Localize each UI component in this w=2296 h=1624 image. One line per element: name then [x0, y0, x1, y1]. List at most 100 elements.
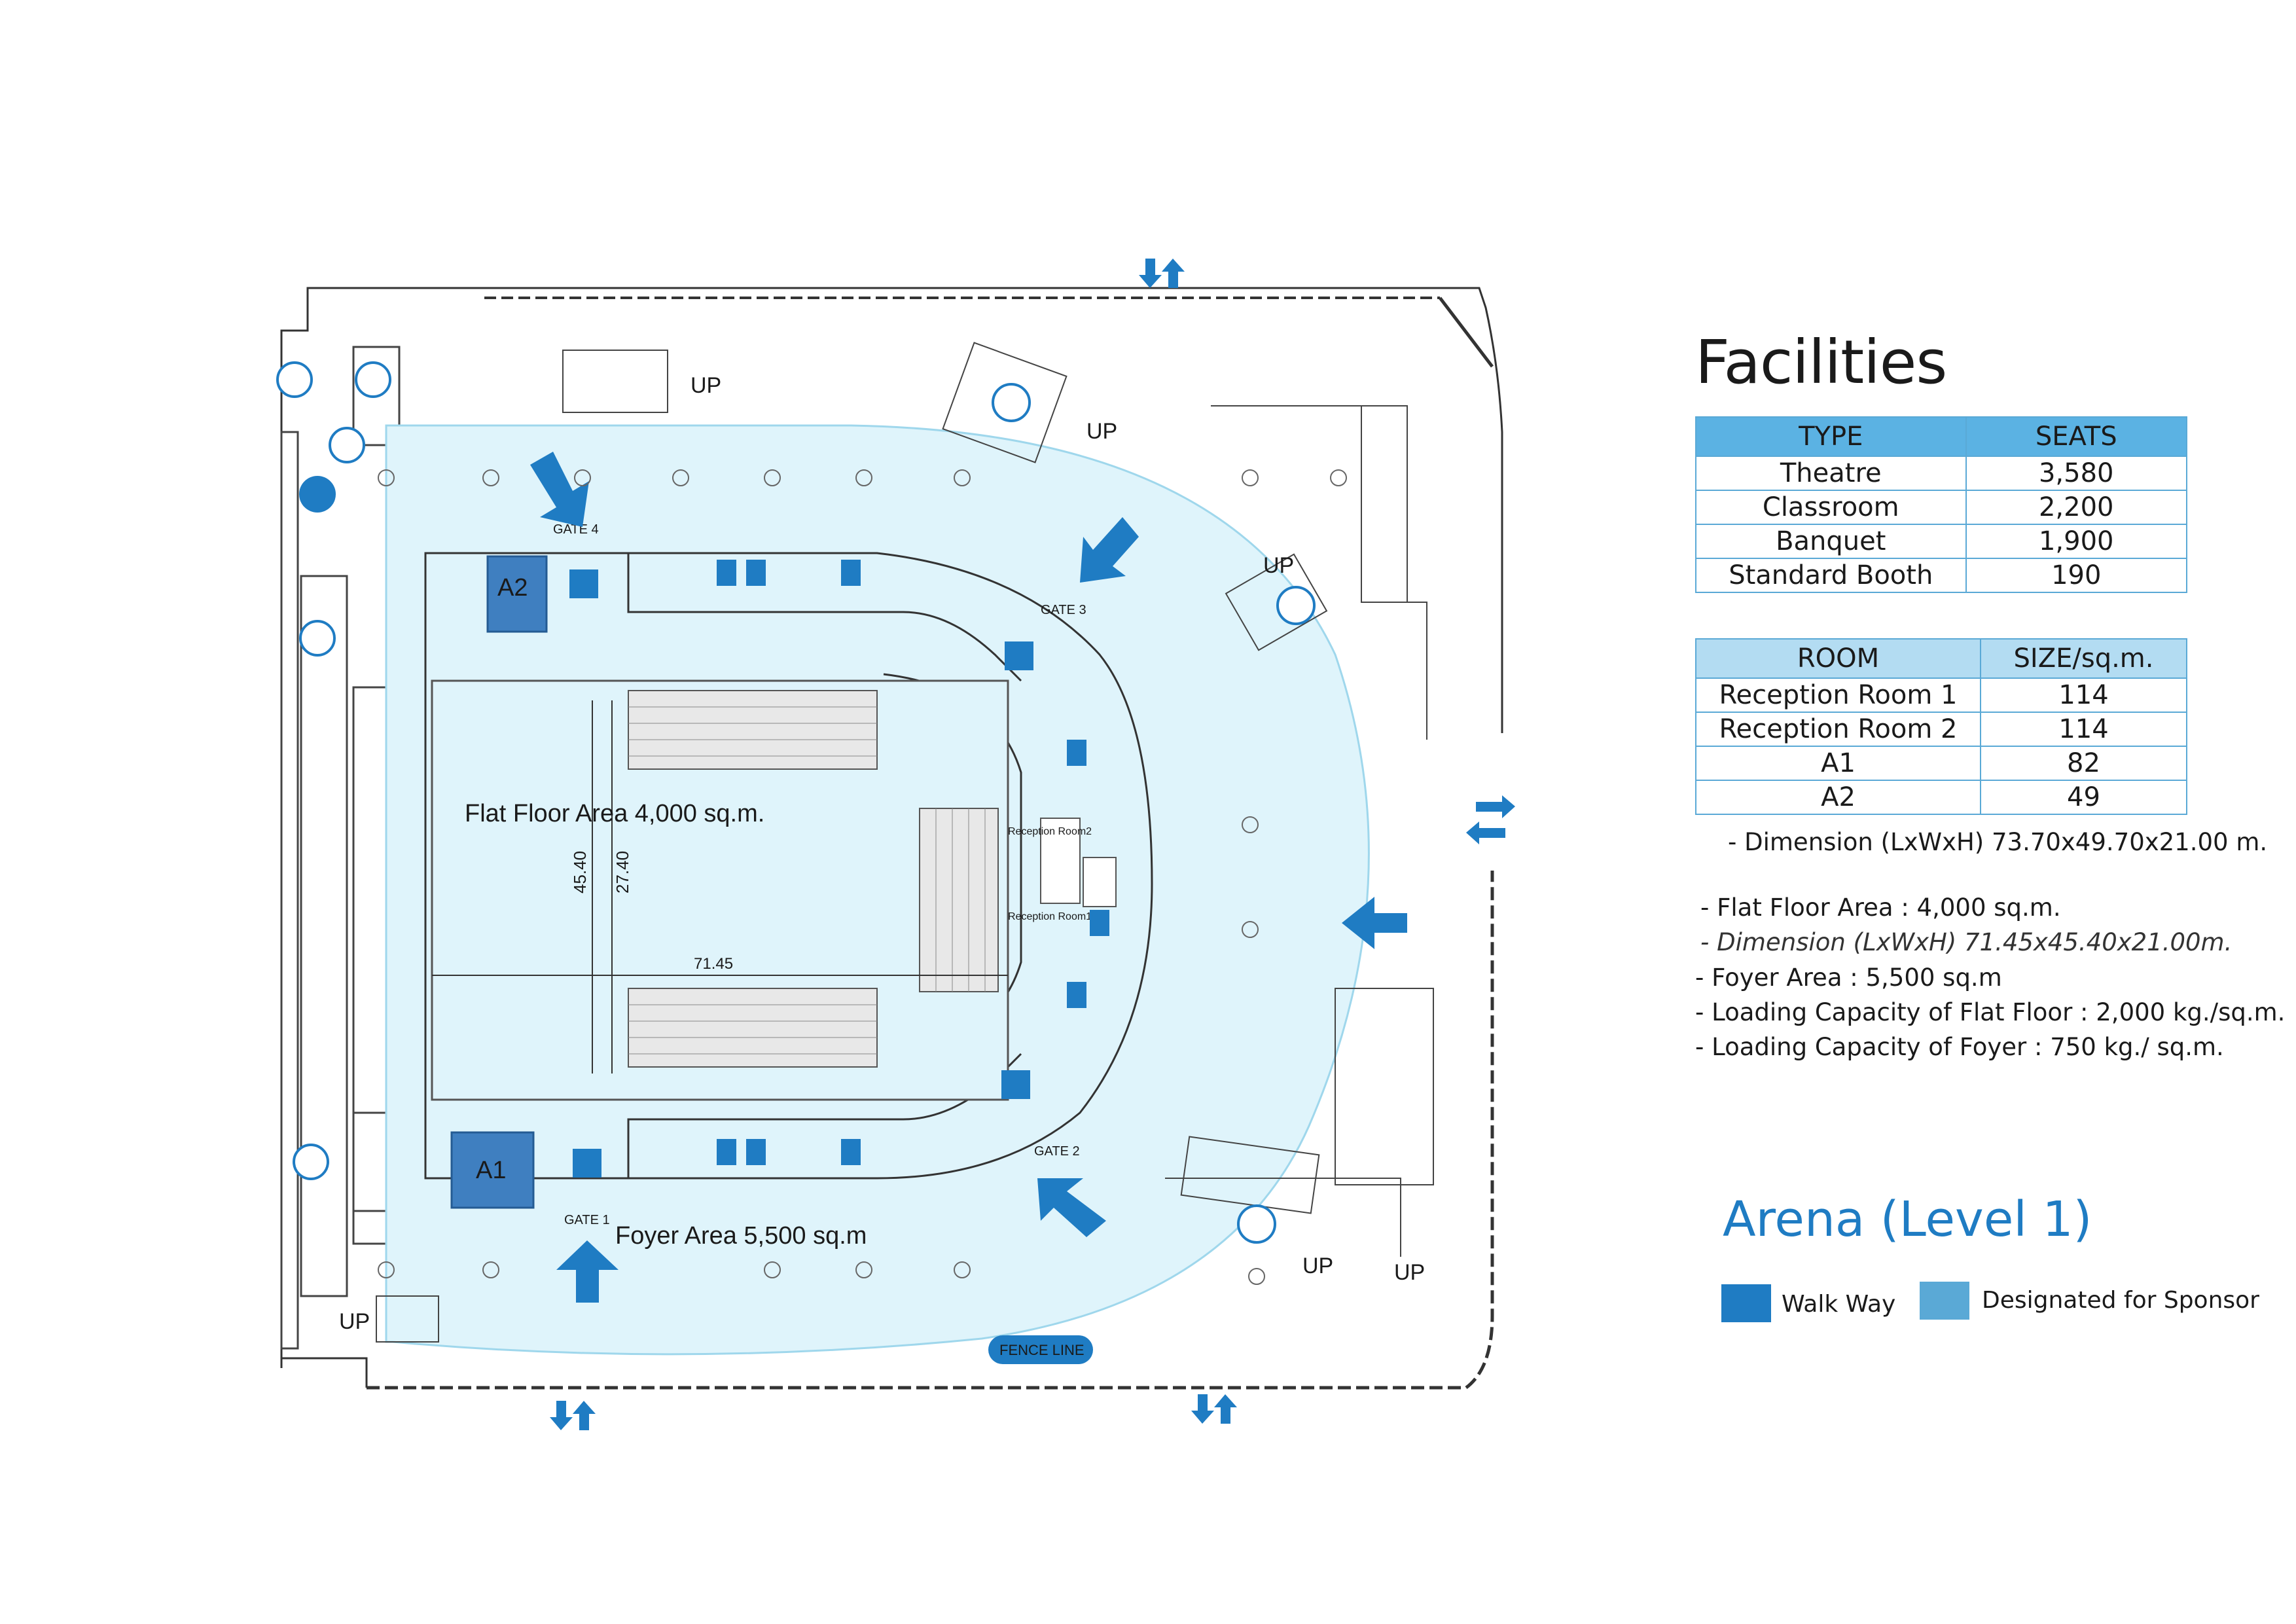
seating-header-type: TYPE	[1695, 416, 1967, 457]
room-name: A1	[1695, 746, 1981, 781]
arrows-right	[1466, 795, 1515, 844]
gate-2-label: GATE 2	[1034, 1144, 1080, 1159]
room-size: 114	[1980, 712, 2187, 747]
facility-icons	[276, 361, 1316, 1244]
booth-a2[interactable]	[486, 555, 548, 633]
sponsor-legend-label: Designated for Sponsor	[1982, 1287, 2259, 1314]
building-outline	[280, 287, 1503, 1390]
gate-1-label: GATE 1	[564, 1213, 610, 1227]
arrow-gate3	[1080, 517, 1139, 583]
fence-line-label: FENCE LINE	[999, 1342, 1085, 1358]
restroom-icon	[841, 1139, 861, 1165]
exit-icon	[1001, 1070, 1030, 1099]
arena-title: Arena (Level 1)	[1723, 1191, 2092, 1248]
arrow-gate2	[1037, 1178, 1106, 1237]
restroom-icon	[746, 1139, 766, 1165]
stairs	[376, 342, 1328, 1343]
exit-icon	[1005, 641, 1033, 670]
seating-count: 190	[1965, 558, 2187, 593]
seating-count: 3,580	[1965, 456, 2187, 491]
sponsor-swatch	[1920, 1282, 1969, 1320]
restroom-icon	[841, 560, 861, 586]
room-size: 114	[1980, 677, 2187, 713]
restroom-icon	[717, 1139, 736, 1165]
note-foyer: - Foyer Area : 5,500 sq.m	[1695, 964, 2002, 992]
table-row: Banquet 1,900	[1695, 524, 2187, 559]
restroom-icon	[717, 560, 736, 586]
seating-header-seats: SEATS	[1965, 416, 2187, 457]
seating-type: Classroom	[1695, 490, 1967, 525]
restroom-icon	[1067, 982, 1086, 1008]
fence-line-badge	[988, 1335, 1093, 1364]
table-row: A1 82	[1695, 746, 2187, 781]
entry-exit-arrows	[550, 259, 1515, 1430]
arrows-bottom-left	[550, 1401, 596, 1430]
escalator-icon	[1276, 586, 1316, 625]
note-loading-foyer: - Loading Capacity of Foyer : 750 kg./ s…	[1695, 1033, 2224, 1061]
columns	[378, 469, 1347, 1285]
seating-type: Standard Booth	[1695, 558, 1967, 593]
seating-type: Banquet	[1695, 524, 1967, 559]
dimension-lines	[432, 700, 1008, 1074]
restroom-icon	[1067, 740, 1086, 766]
reception-area	[1040, 818, 1117, 907]
booth-a2-label: A2	[497, 574, 528, 602]
seating-count: 2,200	[1965, 490, 2187, 525]
dim-length: 71.45	[694, 955, 733, 973]
arrows-top	[1139, 259, 1185, 288]
foyer-label: Foyer Area 5,500 sq.m	[615, 1222, 867, 1250]
right-structure	[1165, 405, 1434, 1257]
up-label-2: UP	[1086, 419, 1117, 444]
walkway-arrows	[530, 452, 1407, 1303]
seating-count: 1,900	[1965, 524, 2187, 559]
booth-a1[interactable]	[450, 1131, 535, 1209]
room-name: A2	[1695, 780, 1981, 815]
table-row: A2 49	[1695, 780, 2187, 815]
reception-room1-label: Reception Room1	[1008, 911, 1092, 922]
up-label-6: UP	[1394, 1260, 1425, 1285]
room-size: 49	[1980, 780, 2187, 815]
seating-type: Theatre	[1695, 456, 1967, 491]
seating-table: TYPE SEATS Theatre 3,580 Classroom 2,200…	[1695, 416, 2187, 593]
exit-icon	[569, 569, 598, 598]
table-row: Classroom 2,200	[1695, 490, 2187, 525]
dim-inner: 27.40	[613, 851, 632, 893]
up-label-4: UP	[339, 1309, 370, 1334]
facilities-title: Facilities	[1695, 327, 1947, 397]
restroom-icon	[1090, 910, 1109, 936]
walkway-swatch	[1721, 1284, 1771, 1322]
rooms-header-room: ROOM	[1695, 638, 1981, 679]
escalator-icon	[355, 361, 391, 398]
table-row: Theatre 3,580	[1695, 456, 2187, 491]
escalator-icon	[293, 1144, 329, 1180]
up-label-1: UP	[691, 373, 721, 398]
flat-floor-label: Flat Floor Area 4,000 sq.m.	[465, 800, 764, 827]
arrow-east	[1342, 897, 1407, 949]
arrows-bottom-right	[1191, 1394, 1237, 1424]
note-dimension: - Dimension (LxWxH) 71.45x45.40x21.00m.	[1700, 928, 2233, 956]
escalator-icon	[992, 383, 1031, 422]
walkway-legend-label: Walk Way	[1782, 1291, 1896, 1318]
escalator-icon	[1237, 1204, 1276, 1244]
booth-a1-label: A1	[476, 1157, 506, 1184]
note-flat-floor: - Flat Floor Area : 4,000 sq.m.	[1700, 893, 2061, 922]
room-size: 82	[1980, 746, 2187, 781]
arrow-gate4	[530, 452, 589, 527]
table-row: Reception Room 1 114	[1695, 677, 2187, 713]
escalator-icon	[299, 476, 336, 513]
escalator-icon	[299, 620, 336, 657]
rooms-header-size: SIZE/sq.m.	[1980, 638, 2187, 679]
table-row: Reception Room 2 114	[1695, 712, 2187, 747]
dim-width: 45.40	[570, 851, 590, 893]
up-label-5: UP	[1302, 1254, 1333, 1278]
rooms-table: ROOM SIZE/sq.m. Reception Room 1 114 Rec…	[1695, 638, 2187, 815]
gate-4-label: GATE 4	[553, 522, 599, 537]
arrow-gate1	[556, 1240, 619, 1303]
gate-3-label: GATE 3	[1041, 603, 1086, 617]
up-label-3: UP	[1263, 553, 1294, 578]
room-name: Reception Room 2	[1695, 712, 1981, 747]
escalator-icon	[276, 361, 313, 398]
note-loading-flat: - Loading Capacity of Flat Floor : 2,000…	[1695, 998, 2286, 1026]
seat-lines	[628, 706, 986, 1055]
table-row: Standard Booth 190	[1695, 558, 2187, 593]
